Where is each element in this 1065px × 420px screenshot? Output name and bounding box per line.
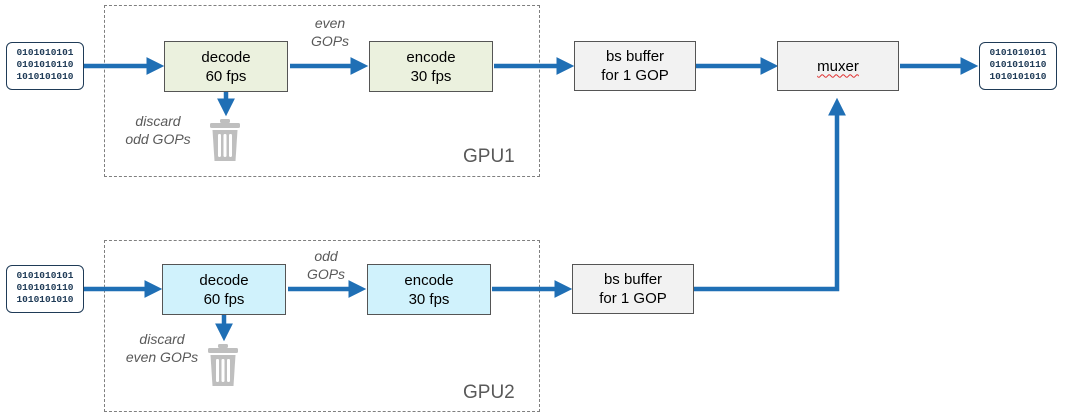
gpu2-decode-box: decode 60 fps <box>162 264 286 315</box>
input-bitstream-bottom: 0101010101 0101010110 1010101010 <box>6 265 84 313</box>
gpu1-frame <box>104 5 540 177</box>
trash-icon <box>210 119 240 161</box>
trash-icon <box>208 344 238 386</box>
bs-buffer-top: bs buffer for 1 GOP <box>574 41 696 91</box>
muxer-box: muxer <box>777 41 899 91</box>
gpu1-label: GPU1 <box>463 146 515 167</box>
gpu2-pass-note: odd GOPs <box>306 248 346 282</box>
gpu1-decode-box: decode 60 fps <box>164 41 288 92</box>
gpu2-frame <box>104 240 540 412</box>
gpu2-encode-box: encode 30 fps <box>367 264 491 315</box>
gpu1-encode-box: encode 30 fps <box>369 41 493 92</box>
gpu1-pass-note: even GOPs <box>310 15 350 49</box>
gpu2-discard-note: discard even GOPs <box>125 331 199 365</box>
arrow-buffer-bottom-to-muxer <box>694 97 846 292</box>
input-bitstream-top: 0101010101 0101010110 1010101010 <box>6 42 84 90</box>
gpu2-label: GPU2 <box>463 382 515 403</box>
gpu1-discard-note: discard odd GOPs <box>125 113 191 147</box>
output-bitstream: 0101010101 0101010110 1010101010 <box>979 42 1057 90</box>
bs-buffer-bottom: bs buffer for 1 GOP <box>572 264 694 314</box>
